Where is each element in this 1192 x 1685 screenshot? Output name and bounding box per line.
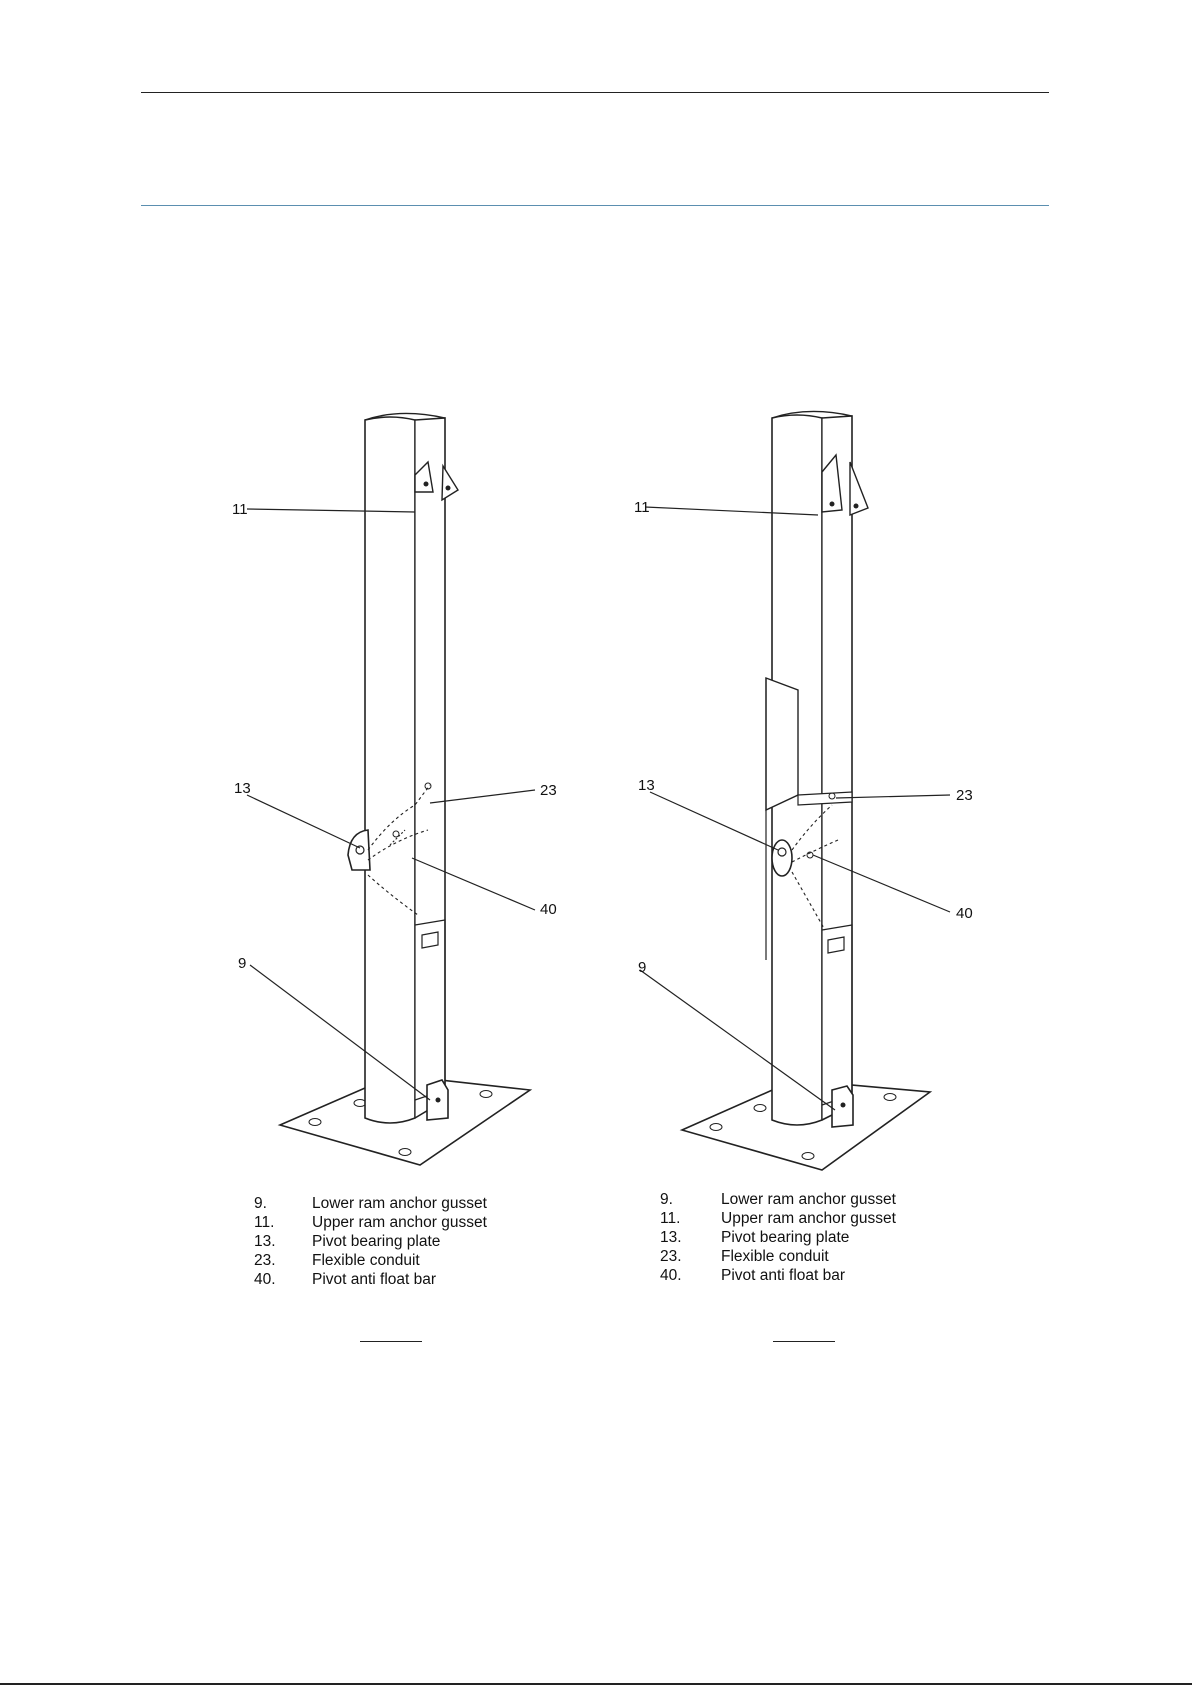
- post-front: [365, 417, 415, 1123]
- figure-right: 11 13 23 40 9 9.Lower ram anchor gusset …: [610, 400, 1010, 1300]
- upper-gusset: [442, 466, 458, 500]
- callout-23: 23: [956, 787, 973, 804]
- legend-item: 23.Flexible conduit: [660, 1247, 960, 1266]
- figure-caption-rule-left: [360, 1341, 422, 1342]
- callout-40: 40: [956, 905, 973, 922]
- post-side: [415, 418, 445, 1118]
- legend-item: 9.Lower ram anchor gusset: [660, 1190, 960, 1209]
- pivot-bearing-plate: [772, 840, 792, 876]
- callout-9: 9: [238, 955, 246, 972]
- callout-11: 11: [634, 499, 650, 516]
- legend-item: 23.Flexible conduit: [254, 1251, 554, 1270]
- legend-item: 11.Upper ram anchor gusset: [660, 1209, 960, 1228]
- callout-11: 11: [232, 501, 248, 518]
- legend-item: 9.Lower ram anchor gusset: [254, 1194, 554, 1213]
- figure-caption-rule-right: [773, 1341, 835, 1342]
- legend-item: 40.Pivot anti float bar: [660, 1266, 960, 1285]
- post-side: [822, 416, 852, 1120]
- pivot-bearing-plate: [348, 830, 370, 870]
- legend-item: 13.Pivot bearing plate: [254, 1232, 554, 1251]
- header-rule: [141, 92, 1049, 93]
- post-drawing-right: 11 13 23 40 9: [610, 400, 1010, 1300]
- legend-item: 13.Pivot bearing plate: [660, 1228, 960, 1247]
- legend-item: 40.Pivot anti float bar: [254, 1270, 554, 1289]
- sleeve: [766, 678, 798, 810]
- post-drawing-left: 11 13 23 40 9: [190, 400, 588, 1300]
- callout-13: 13: [234, 780, 251, 797]
- callout-9: 9: [638, 959, 646, 976]
- section-rule: [141, 205, 1049, 206]
- upper-gusset: [850, 462, 868, 515]
- legend-left: 9.Lower ram anchor gusset 11.Upper ram a…: [254, 1194, 554, 1289]
- legend-right: 9.Lower ram anchor gusset 11.Upper ram a…: [660, 1190, 960, 1285]
- legend-item: 11.Upper ram anchor gusset: [254, 1213, 554, 1232]
- callout-13: 13: [638, 777, 655, 794]
- callout-40: 40: [540, 901, 557, 918]
- callout-23: 23: [540, 782, 557, 799]
- figure-left: 11 13 23 40 9 9.Lower ram anchor gusset …: [190, 400, 588, 1300]
